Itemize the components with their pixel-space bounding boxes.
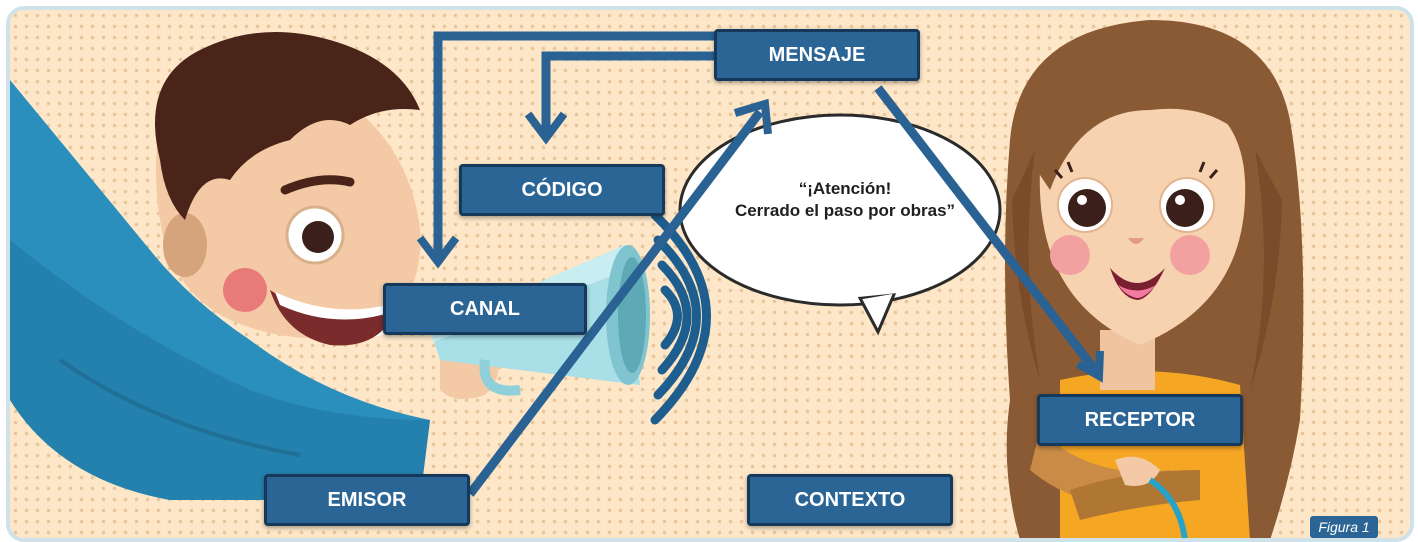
emisor-box[interactable]: EMISOR bbox=[264, 474, 470, 526]
speech-line-1: “¡Atención! bbox=[798, 179, 892, 198]
figure-tag: Figura 1 bbox=[1310, 516, 1378, 538]
receptor-box[interactable]: RECEPTOR bbox=[1037, 394, 1243, 446]
speech-line-2: Cerrado el paso por obras” bbox=[734, 201, 956, 220]
woman-illustration bbox=[1005, 20, 1304, 538]
arrow-mensaje-to-receptor bbox=[874, 85, 1099, 373]
arrowhead-receptor bbox=[1076, 350, 1104, 383]
man-illustration bbox=[10, 32, 499, 500]
speech-bubble-text: “¡Atención! Cerrado el paso por obras” bbox=[720, 178, 970, 222]
canal-box[interactable]: CANAL bbox=[383, 283, 587, 335]
arrow-mensaje-to-canal bbox=[433, 31, 720, 260]
flow-arrows bbox=[416, 31, 1104, 497]
codigo-box[interactable]: CÓDIGO bbox=[459, 164, 665, 216]
contexto-box[interactable]: CONTEXTO bbox=[747, 474, 953, 526]
mensaje-box[interactable]: MENSAJE bbox=[714, 29, 920, 81]
arrow-mensaje-to-codigo bbox=[541, 51, 720, 134]
arrow-emisor-to-mensaje bbox=[466, 109, 764, 497]
arrowhead-codigo bbox=[524, 111, 568, 145]
arrowhead-mensaje bbox=[733, 98, 772, 135]
arrowhead-canal bbox=[416, 235, 460, 269]
